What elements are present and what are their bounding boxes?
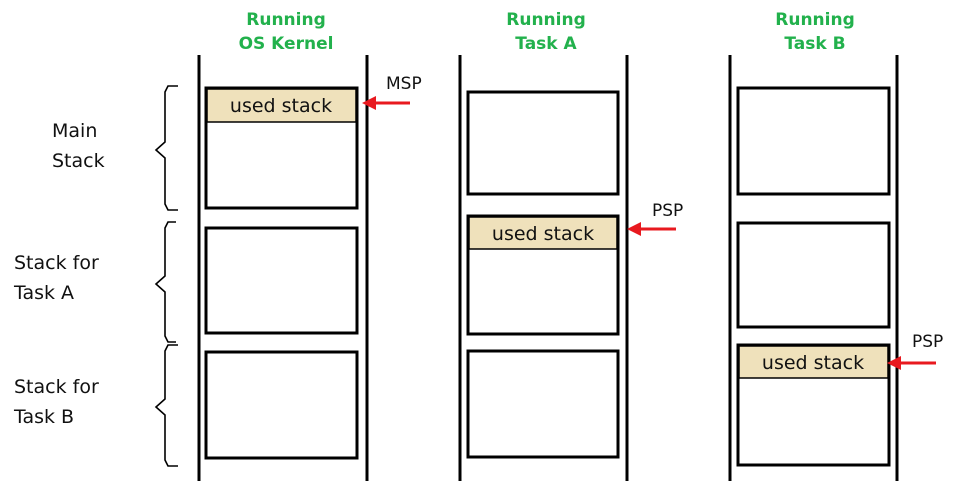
column-title-task-b: Running Task B	[745, 8, 885, 56]
a-main-stack-box	[466, 90, 620, 196]
column-title-task-a: Running Task A	[476, 8, 616, 56]
used-stack-text: used stack	[230, 95, 332, 117]
column-title-line1: Running	[246, 10, 326, 30]
psp-label-task-b: PSP	[912, 332, 944, 352]
row-label-line1: Stack for	[14, 252, 99, 274]
column-title-line2: Task A	[515, 34, 577, 54]
used-stack-text: used stack	[762, 352, 864, 374]
column-title-line2: Task B	[784, 34, 846, 54]
column-title-line2: OS Kernel	[238, 34, 334, 54]
row-label-line2: Task B	[14, 406, 75, 428]
row-label-main-stack: Main Stack	[52, 116, 105, 176]
a-task-b-stack-box	[466, 349, 620, 459]
os-task-b-stack-box	[204, 350, 359, 460]
psp-label-task-a: PSP	[652, 201, 684, 221]
os-task-a-stack-box	[204, 226, 359, 335]
brace-task-b-stack	[154, 344, 178, 467]
row-label-line2: Task A	[14, 282, 75, 304]
msp-arrow	[362, 96, 410, 110]
os-used-stack	[206, 88, 357, 123]
b-task-a-stack-box	[736, 221, 891, 329]
row-label-task-b-stack: Stack for Task B	[14, 372, 99, 432]
column-title-os-kernel: Running OS Kernel	[216, 8, 356, 56]
brace-main-stack	[154, 85, 178, 211]
row-label-line1: Main	[52, 120, 98, 142]
used-stack-text: used stack	[492, 223, 594, 245]
brace-task-a-stack	[154, 221, 176, 343]
column-title-line1: Running	[506, 10, 586, 30]
msp-label: MSP	[386, 74, 422, 94]
column-title-line1: Running	[775, 10, 855, 30]
b-main-stack-box	[736, 86, 891, 196]
a-used-stack	[468, 216, 618, 250]
row-label-line2: Stack	[52, 150, 105, 172]
psp-arrow-task-b	[887, 356, 936, 370]
row-label-task-a-stack: Stack for Task A	[14, 248, 99, 308]
row-label-line1: Stack for	[14, 376, 99, 398]
psp-arrow-task-a	[627, 222, 676, 236]
b-used-stack	[738, 345, 889, 379]
